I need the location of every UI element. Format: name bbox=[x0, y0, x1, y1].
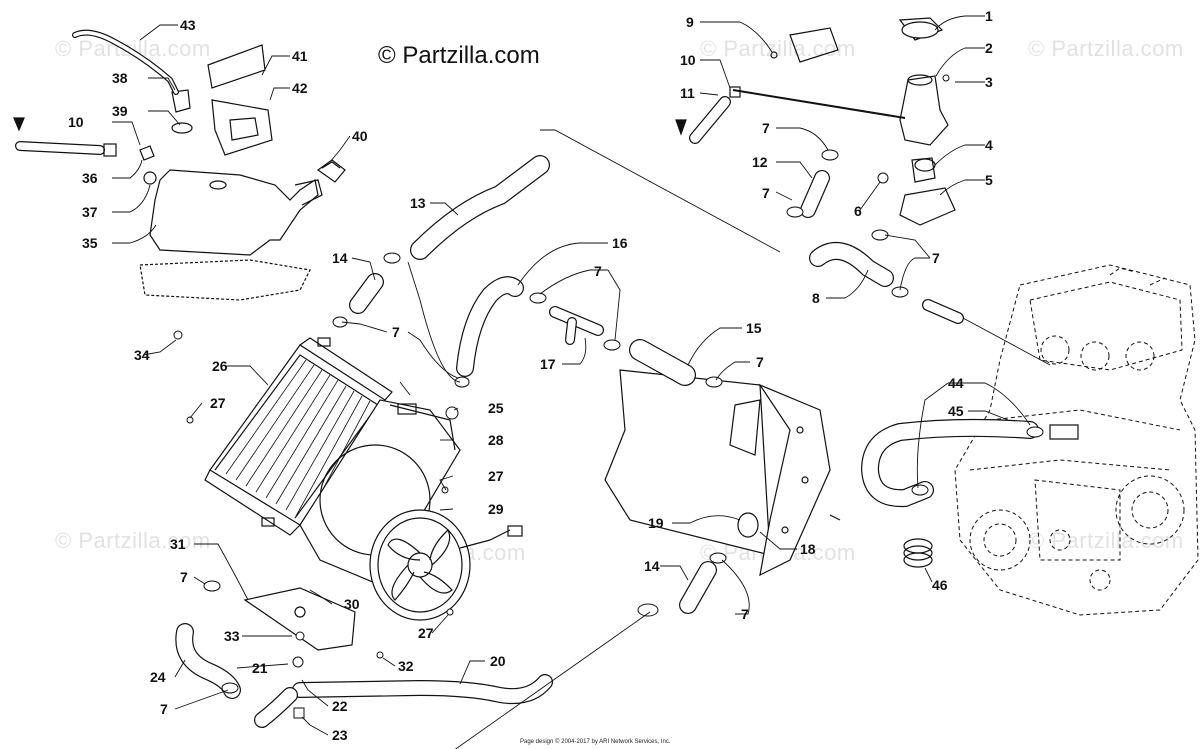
mounting-plate bbox=[243, 587, 356, 651]
spring-clamp bbox=[903, 538, 933, 568]
engine-outline bbox=[954, 264, 1199, 616]
callout-39: 39 bbox=[112, 103, 128, 119]
radiator-bracket bbox=[604, 369, 841, 577]
watermark: © Partzilla.com bbox=[1028, 36, 1184, 61]
callout-7: 7 bbox=[756, 354, 764, 370]
callout-27: 27 bbox=[418, 625, 434, 641]
callout-9: 9 bbox=[686, 14, 694, 30]
callout-38: 38 bbox=[112, 70, 128, 86]
callout-4: 4 bbox=[985, 137, 993, 153]
callout-7: 7 bbox=[392, 324, 400, 340]
callout-28: 28 bbox=[488, 432, 504, 448]
callout-17: 17 bbox=[540, 356, 556, 372]
callout-18: 18 bbox=[800, 541, 816, 557]
callout-5: 5 bbox=[985, 172, 993, 188]
callout-24: 24 bbox=[150, 669, 166, 685]
callout-15: 15 bbox=[746, 320, 762, 336]
callout-33: 33 bbox=[224, 628, 240, 644]
callout-2: 2 bbox=[985, 40, 993, 56]
radiator bbox=[204, 337, 393, 536]
watermark: © Partzilla.com bbox=[55, 36, 211, 61]
callout-27: 27 bbox=[488, 468, 504, 484]
callout-43: 43 bbox=[180, 17, 196, 33]
callout-labels: 1 2 3 4 5 6 7 7 7 7 7 7 7 7 7 8 9 10 10 … bbox=[68, 8, 993, 743]
callout-3: 3 bbox=[985, 74, 993, 90]
callout-26: 26 bbox=[212, 358, 228, 374]
page-footer: Page design © 2004-2017 by ARI Network S… bbox=[520, 739, 671, 745]
callout-22: 22 bbox=[332, 698, 348, 714]
callout-36: 36 bbox=[82, 170, 98, 186]
callout-7: 7 bbox=[741, 606, 749, 622]
callout-45: 45 bbox=[948, 403, 964, 419]
callout-34: 34 bbox=[134, 347, 150, 363]
tee-fitting bbox=[549, 306, 604, 345]
callout-46: 46 bbox=[932, 577, 948, 593]
brand-label: © Partzilla.com bbox=[378, 42, 540, 69]
watermark: © Partzilla.com bbox=[700, 36, 856, 61]
callout-7: 7 bbox=[180, 569, 188, 585]
flow-arrow bbox=[13, 117, 25, 132]
callout-21: 21 bbox=[252, 660, 268, 676]
callout-20: 20 bbox=[490, 653, 506, 669]
callout-7: 7 bbox=[160, 701, 168, 717]
callout-16: 16 bbox=[612, 235, 628, 251]
callout-14: 14 bbox=[644, 558, 660, 574]
callout-31: 31 bbox=[170, 536, 186, 552]
watermark: © Partzilla.com bbox=[55, 528, 211, 553]
callout-35: 35 bbox=[82, 235, 98, 251]
reservoir-cap bbox=[316, 159, 346, 183]
thermostat-housing bbox=[898, 17, 956, 226]
hose-bracket bbox=[789, 27, 839, 63]
callout-30: 30 bbox=[344, 596, 360, 612]
callout-11: 11 bbox=[680, 85, 695, 101]
callout-13: 13 bbox=[410, 195, 426, 211]
reservoir-bracket bbox=[207, 44, 273, 156]
cooling-fan bbox=[369, 509, 523, 621]
callout-7: 7 bbox=[762, 120, 770, 136]
callout-8: 8 bbox=[812, 290, 820, 306]
fan-shroud bbox=[299, 399, 461, 586]
callout-23: 23 bbox=[332, 727, 348, 743]
watermark: © Partzilla.com bbox=[1028, 528, 1184, 553]
callout-7: 7 bbox=[594, 263, 602, 279]
callout-25: 25 bbox=[488, 400, 504, 416]
callout-40: 40 bbox=[352, 128, 368, 144]
coolant-reservoir bbox=[139, 169, 323, 301]
callout-7: 7 bbox=[932, 250, 940, 266]
callout-37: 37 bbox=[82, 204, 98, 220]
overflow-fitting bbox=[139, 89, 193, 185]
callout-12: 12 bbox=[752, 154, 768, 170]
callout-27: 27 bbox=[210, 395, 226, 411]
flow-arrow bbox=[675, 119, 687, 136]
callout-14: 14 bbox=[332, 250, 348, 266]
callout-41: 41 bbox=[292, 48, 308, 64]
callout-32: 32 bbox=[398, 658, 414, 674]
callout-6: 6 bbox=[854, 203, 862, 219]
bleed-line bbox=[732, 89, 906, 119]
callout-42: 42 bbox=[292, 80, 308, 96]
callout-7: 7 bbox=[762, 185, 770, 201]
callout-10: 10 bbox=[68, 114, 84, 130]
callout-leaders bbox=[112, 15, 1031, 736]
callout-29: 29 bbox=[488, 501, 504, 517]
callout-1: 1 bbox=[985, 8, 993, 24]
callout-44: 44 bbox=[948, 375, 964, 391]
callout-10: 10 bbox=[680, 52, 696, 68]
callout-19: 19 bbox=[648, 515, 664, 531]
